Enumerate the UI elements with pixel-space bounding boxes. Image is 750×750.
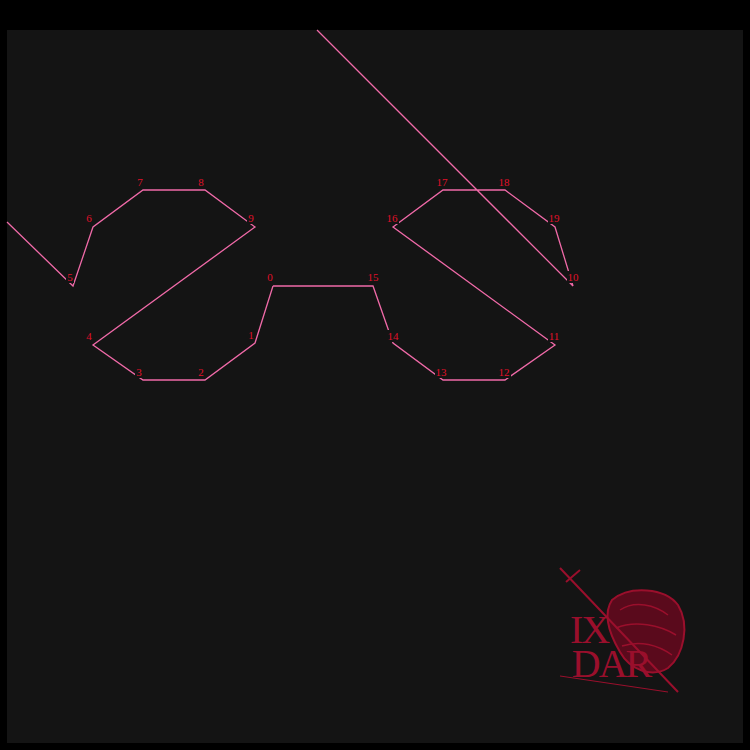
vertex-number: 3 <box>135 366 143 378</box>
vertex-number: 16 <box>386 212 399 224</box>
sword-blade <box>560 568 678 692</box>
vertex-number: 6 <box>85 212 93 224</box>
vertex-number: 2 <box>197 366 205 378</box>
vertex-number: 19 <box>548 212 561 224</box>
sword-guard <box>566 570 580 582</box>
vertex-number: 11 <box>548 330 561 342</box>
vertex-number: 12 <box>498 366 511 378</box>
vertex-number: 14 <box>387 330 400 342</box>
vertex-number: 13 <box>435 366 448 378</box>
vertex-number: 7 <box>136 176 144 188</box>
logo-text: DAR <box>572 646 650 682</box>
vertex-number: 10 <box>567 271 580 283</box>
right-lens-path <box>273 30 573 380</box>
vertex-number: 4 <box>85 330 93 342</box>
logo-text: IX <box>570 612 608 648</box>
vertex-number: 5 <box>66 271 74 283</box>
left-lens-path <box>7 190 273 380</box>
vertex-number: 8 <box>197 176 205 188</box>
vertex-number: 17 <box>436 176 449 188</box>
vertex-number: 9 <box>247 212 255 224</box>
ground <box>7 30 743 743</box>
vertex-number: 18 <box>498 176 511 188</box>
logo-emblem <box>560 568 684 692</box>
vertex-number: 0 <box>266 271 274 283</box>
vertex-number: 1 <box>247 329 255 341</box>
vertex-number: 15 <box>367 271 380 283</box>
